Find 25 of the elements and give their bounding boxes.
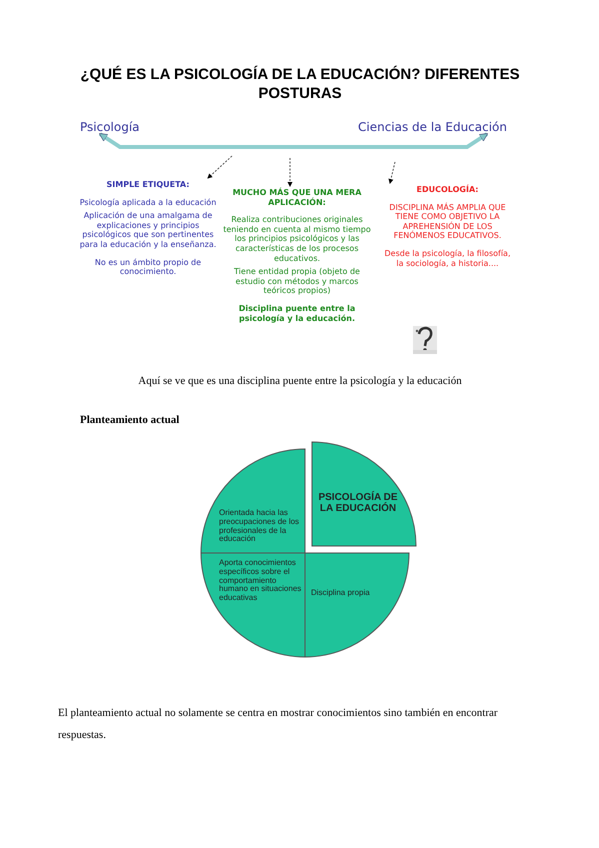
title: ¿QUÉ ES LA PSICOLOGÍA DE LA EDUCACIÓN? DIFERENTES POSTURAS bbox=[79, 66, 521, 104]
slice-text: Orientada hacia las preocupaciones de los profesionales de la educación bbox=[219, 509, 300, 544]
column-heading: MUCHO MÁS QUE UNA MERA APLICACIÓN: bbox=[232, 188, 362, 208]
double-arrow bbox=[98, 132, 488, 149]
column-text: Desde la psicología, la filosofía, la sociología, a historia.... bbox=[384, 248, 512, 268]
slice-text: Aporta conocimientos específicos sobre el comportamiento humano en situaciones educativas bbox=[219, 559, 302, 603]
arrow bbox=[288, 158, 292, 187]
column-text: Psicología aplicada a la educación bbox=[78, 198, 218, 208]
column-text: Aplicación de una amalgama de explicaciones y principios psicológicos que son pertinentes para la educación y la enseñanza. bbox=[78, 211, 218, 250]
arrow bbox=[207, 156, 232, 179]
column-text: No es un ámbito propio de conocimiento. bbox=[94, 258, 202, 277]
column-text: Disciplina puente entre la psicología y la educación. bbox=[238, 304, 356, 324]
column-heading: EDUCOLOGÍA: bbox=[416, 185, 480, 195]
slice-text: Disciplina propia bbox=[311, 589, 371, 598]
paragraph: El planteamiento actual no solamente se centra en mostrar conocimientos sino también en encontrar respuestas. bbox=[58, 706, 499, 743]
slice-text: PSICOLOGÍA DE LA EDUCACIÓN bbox=[318, 492, 398, 514]
heading-label: Psicología bbox=[80, 120, 140, 134]
caption-text: Aquí se ve que es una disciplina puente entre la psicología y la educación bbox=[137, 375, 463, 387]
column-heading: SIMPLE ETIQUETA: bbox=[106, 180, 190, 190]
column-text: DISCIPLINA MÁS AMPLIA QUE TIENE COMO OBJETIVO LA APREHENSIÓN DE LOS FENÓMENOS EDUCATIVOS. bbox=[388, 202, 507, 241]
heading-label: Ciencias de la Educación bbox=[358, 120, 508, 134]
column-text: Realiza contribuciones originales teniendo en cuenta al mismo tiempo los principios psicológicos y las características de los procesos educativos. bbox=[222, 215, 372, 264]
column-text: Tiene entidad propia (objeto de estudio con métodos y marcos teóricos propios) bbox=[233, 267, 361, 296]
section-heading: Planteamiento actual bbox=[80, 414, 180, 426]
arrow bbox=[388, 162, 396, 184]
